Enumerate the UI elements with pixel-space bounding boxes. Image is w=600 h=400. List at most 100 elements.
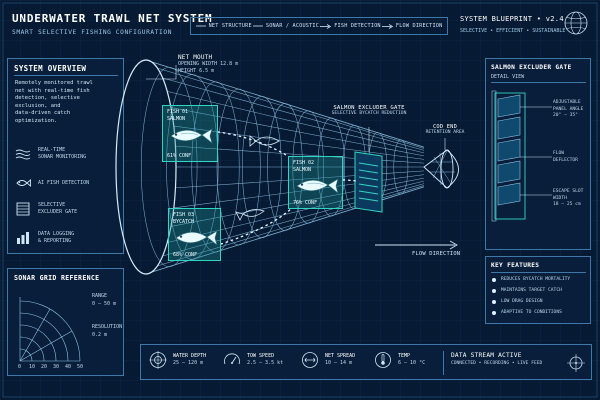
detection-confidence: 61% CONF <box>167 153 192 159</box>
spread-icon <box>301 351 319 369</box>
detection-title: FISH 01 <box>167 109 189 115</box>
target-icon <box>149 351 167 369</box>
feature-item: REDUCES BYCATCH MORTALITY <box>492 277 570 284</box>
gate-detail-drawing <box>491 90 552 222</box>
stats-divider <box>443 351 444 375</box>
detection-species: SALMON <box>167 116 186 122</box>
feature-text: MAINTAINS TARGET CATCH <box>501 288 562 293</box>
feature-ai-detection: AI FISH DETECTION <box>14 178 89 188</box>
gate-callout-title: SALMON EXCLUDER GATE <box>333 105 405 111</box>
retention-label: RETENTION AREA <box>425 130 465 135</box>
overview-divider <box>14 75 118 76</box>
detection-card-fish-03[interactable]: FISH 03 BYCATCH 68% CONF <box>168 208 221 261</box>
fish-icon <box>173 228 219 252</box>
net-mesh-ring <box>317 117 345 217</box>
net-mouth-height: HEIGHT 6.5 m <box>178 67 215 74</box>
feature-item: LOW DRAG DESIGN <box>492 299 543 306</box>
data-stream-status: DATA STREAM ACTIVE CONNECTED • RECORDING… <box>451 352 542 368</box>
detection-card-fish-01[interactable]: FISH 01 SALMON 61% CONF <box>162 105 218 162</box>
mouth-leader <box>146 65 177 80</box>
tick-label: 0 <box>18 364 22 370</box>
legend-item-flow-direction[interactable]: FLOW DIRECTION <box>381 23 443 29</box>
detection-species: SALMON <box>293 167 312 173</box>
feature-item: MAINTAINS TARGET CATCH <box>492 288 562 295</box>
feature-line: SELECTIVE <box>38 202 66 209</box>
sonar-grid-panel: SONAR GRID REFERENCE 0 10 20 30 40 50 RA… <box>7 268 124 376</box>
net-mouth-ring <box>115 59 177 275</box>
gate-callout: SALMON EXCLUDER GATE SELECTIVE BYCATCH R… <box>331 105 407 118</box>
bullet <box>492 311 496 316</box>
feature-line: REAL-TIME <box>38 147 66 153</box>
callout-line: DEFLECTOR <box>553 157 578 163</box>
arrow-right-icon <box>381 23 393 29</box>
globe-icon <box>563 10 589 40</box>
overview-description: Remotely monitored trawl net with real-t… <box>15 80 93 126</box>
fish-icon <box>235 209 265 221</box>
flow-direction-label: FLOW DIRECTION <box>412 251 461 257</box>
legend-item-sonar[interactable]: SONAR / ACOUSTIC <box>252 23 319 29</box>
detection-card-fish-02[interactable]: FISH 02 SALMON 76% CONF <box>288 156 343 209</box>
stat-label: NET SPREAD <box>325 353 356 360</box>
cod-end-callout: COD END RETENTION AREA <box>420 124 470 137</box>
feature-text: LOW DRAG DESIGN <box>501 299 543 304</box>
callout-value: 20° – 35° <box>553 113 578 119</box>
feature-text: ADAPTIVE TO CONDITIONS <box>501 310 562 315</box>
stat-label: TEMP <box>398 353 411 360</box>
feature-item: ADAPTIVE TO CONDITIONS <box>492 310 562 317</box>
net-mesh-ring <box>267 103 303 231</box>
net-mesh-line <box>167 91 425 154</box>
detection-path <box>217 131 289 157</box>
feature-line: & REPORTING <box>38 237 72 244</box>
system-overview-panel: SYSTEM OVERVIEW Remotely monitored trawl… <box>7 58 124 254</box>
gate-detail-title: SALMON EXCLUDER GATE <box>491 64 572 71</box>
net-mesh-line <box>175 170 425 189</box>
tick-label: 40 <box>65 364 72 370</box>
feature-line: DATA LOGGING <box>38 231 75 237</box>
stream-title: DATA STREAM ACTIVE <box>451 352 522 359</box>
legend-label: FISH DETECTION <box>334 23 381 29</box>
flow-deflector-callout: FLOW DEFLECTOR <box>553 151 578 164</box>
range-label: RANGE <box>92 293 108 299</box>
gate-detail-divider <box>491 82 586 83</box>
resolution-label: RESOLUTION <box>92 324 123 330</box>
stat-value: 25 – 120 m <box>173 360 204 366</box>
blueprint-tags: SELECTIVE • EFFICIENT • SUSTAINABLE <box>460 28 566 34</box>
callout-line: ADJUSTABLE <box>553 100 581 105</box>
description-line: data-driven catch <box>15 110 71 117</box>
thermometer-icon <box>374 351 392 369</box>
flow-arrow <box>375 240 458 250</box>
crosshair-icon <box>567 354 585 376</box>
adjustable-callout: ADJUSTABLE PANEL ANGLE 20° – 35° <box>553 100 583 120</box>
description-line: exclusion, and <box>15 102 61 109</box>
net-mesh-line <box>162 77 425 151</box>
cod-end-label: COD END <box>432 124 458 130</box>
bullet <box>492 278 496 283</box>
net-mesh-ring <box>292 110 324 224</box>
stat-value: 6 – 10 °C <box>398 360 426 366</box>
legend-item-fish-detection[interactable]: FISH DETECTION <box>320 23 381 29</box>
resolution-value: 0.2 m <box>92 332 108 338</box>
gate-detail-subtitle: DETAIL VIEW <box>491 74 525 80</box>
callout-line: FLOW <box>553 151 565 156</box>
feature-data-logging: DATA LOGGING& REPORTING <box>14 231 75 245</box>
net-mesh-ring <box>140 66 198 268</box>
tick-label: 10 <box>29 364 36 370</box>
sonar-waves-icon <box>14 148 32 160</box>
excluder-gate-model <box>354 151 383 213</box>
net-mouth-callout: NET MOUTH OPENING WIDTH 12.8 m HEIGHT 6.… <box>178 54 238 74</box>
bullet <box>492 289 496 294</box>
net-mesh-line <box>157 67 425 149</box>
legend-item-net-structure[interactable]: NET STRUCTURE <box>195 23 252 29</box>
net-mesh-ring <box>166 74 219 260</box>
legend-label: FLOW DIRECTION <box>395 23 443 29</box>
escape-slot-callout: ESCAPE SLOT WIDTH 18 – 25 cm <box>553 189 583 209</box>
net-mouth-title: NET MOUTH <box>178 54 213 61</box>
key-features-panel: KEY FEATURES REDUCES BYCATCH MORTALITY M… <box>485 256 591 324</box>
description-line: detection, selective <box>15 95 80 102</box>
description-line: net with real-time fish <box>15 87 90 94</box>
detection-path <box>220 207 293 245</box>
